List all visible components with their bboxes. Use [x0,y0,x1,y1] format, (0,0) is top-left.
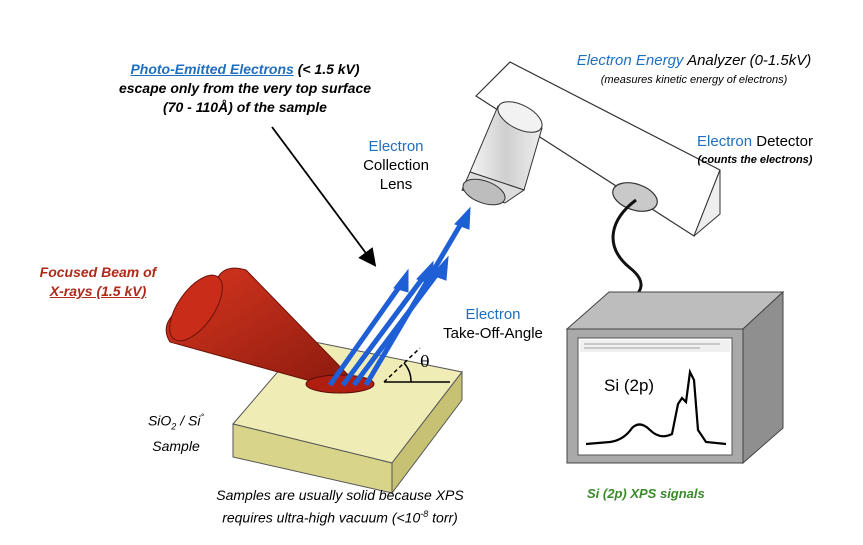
photo-emitted-energy: (< 1.5 kV) [297,61,360,77]
sample-material-b: / Si [176,412,201,429]
photo-emitted-line3: (70 - 110Å) of the sample [163,99,327,115]
xray-beam [165,267,357,386]
lens-line1: Electron [368,138,424,155]
detector-cable [611,198,643,300]
collection-lens [461,101,543,206]
analyzer-title-part2: Analyzer (0-1.5kV) [687,52,812,69]
lens-line2: Collection [363,157,429,174]
electron-arrows [327,206,471,387]
footer-line2-sup: -8 [420,509,429,519]
takeoff-line1: Electron [465,306,521,323]
footer-line2-b: torr) [428,509,458,526]
footer-line1: Samples are usually solid because XPS [216,487,464,503]
spectrum-label: Si (2p) [604,376,655,395]
analyzer-label: Electron Energy Analyzer (0-1.5kV) (meas… [560,52,828,89]
detector-title-part2: Detector [756,133,813,150]
sample-material-a: SiO [147,412,172,429]
takeoff-line2: Take-Off-Angle [443,325,543,342]
detector-title-part1: Electron [697,133,753,150]
photo-emitted-label: Photo-Emitted Electrons (< 1.5 kV) escap… [80,60,410,117]
monitor [565,290,785,465]
detector-subtitle: (counts the electrons) [697,154,813,166]
lens-line3: Lens [379,176,413,193]
xray-line1: Focused Beam of [39,264,157,280]
sample-material-sup: ° [200,412,205,422]
footer-note: Samples are usually solid because XPS re… [160,486,520,528]
footer-line2-a: requires ultra-high vacuum (<10 [222,509,421,526]
analyzer-subtitle: (measures kinetic energy of electrons) [600,74,788,86]
xray-label: Focused Beam of X-rays (1.5 kV) [22,263,174,301]
photo-emitted-title: Photo-Emitted Electrons [130,61,294,77]
takeoff-label: Electron Take-Off-Angle [432,305,554,343]
xray-spot [305,374,375,394]
takeoff-angle-marker [383,347,450,383]
theta-symbol: θ [420,352,430,371]
lens-label: Electron Collection Lens [348,137,444,194]
pointer-arrow [271,126,377,267]
spectrum-curve [585,368,727,446]
analyzer-title-part1: Electron Energy [576,52,684,69]
detector-label: Electron Detector (counts the electrons) [670,133,840,169]
sample-line2: Sample [152,438,200,455]
xray-line2: X-rays (1.5 kV) [49,283,147,299]
sample-label: SiO2 / Si° Sample [128,407,224,456]
monitor-caption: Si (2p) XPS signals [587,486,705,501]
detector-port [612,182,658,212]
photo-emitted-line2: escape only from the very top surface [118,80,372,96]
sample-material-sub: 2 [171,421,177,432]
